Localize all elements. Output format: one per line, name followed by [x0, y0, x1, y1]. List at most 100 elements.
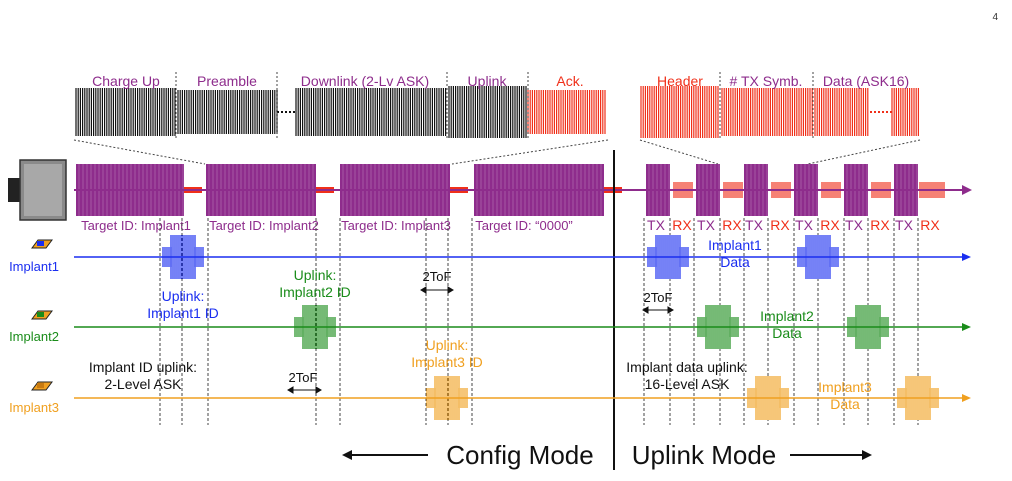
zoom-projection-lines [73, 139, 921, 165]
zoom-data-burst-2 [891, 88, 919, 136]
id-uplink-label-line2: 2-Level ASK [104, 376, 182, 392]
txrx-label-2: RX [672, 217, 692, 233]
implant2-data-burst-2-core [855, 305, 881, 349]
zoom-label-header: Header [657, 73, 703, 89]
uplink1-label-line2: Implant1 ID [147, 305, 219, 321]
implant2-id-burst-right [326, 317, 336, 337]
implant3-data-burst-2-left [897, 388, 907, 408]
implant2-chip-icon [31, 310, 53, 320]
implant3-id-burst-right [458, 388, 468, 408]
data1-label-line2: Data [720, 254, 750, 270]
id-uplink-label-line1: Implant ID uplink: [89, 359, 197, 375]
data3-label-line2: Data [830, 396, 860, 412]
txrx-label-12: RX [920, 217, 940, 233]
zoom-data-burst-1 [814, 88, 869, 136]
page-number: 4 [992, 12, 998, 23]
zoom-label-charge-up: Charge Up [92, 73, 160, 89]
zoom-config-waveform [75, 86, 606, 138]
uplink2-label-line2: Implant2 ID [279, 284, 351, 300]
txrx-label-10: RX [870, 217, 890, 233]
target-id-implant2: Target ID: Implant2 [209, 218, 319, 233]
zoom-tx-symb-burst [721, 88, 813, 136]
implant3-data-burst-2-core [905, 376, 931, 420]
txrx-label-6: RX [770, 217, 790, 233]
uplink2-label-line1: Uplink: [294, 267, 337, 283]
zoom-label-downlink: Downlink (2-Lv ASK) [301, 73, 429, 89]
data3-label-line1: Implant3 [818, 379, 872, 395]
uplink1-label-line1: Uplink: [162, 288, 205, 304]
target-id-implant1: Target ID: Implant1 [81, 218, 191, 233]
zoom-uplink-burst [448, 86, 527, 138]
data-uplink-label-line2: 16-Level ASK [645, 376, 730, 392]
uplink3-label-line1: Uplink: [426, 337, 469, 353]
implant3-data-burst-1-core [755, 376, 781, 420]
tof-label-config-1: 2ToF [423, 269, 452, 284]
zoom-downlink-burst [295, 88, 447, 136]
zoom-separators [175, 72, 814, 138]
implant1-data-burst-2-left [797, 247, 807, 267]
implant3-timeline [74, 394, 971, 402]
zoom-label-uplink: Uplink [468, 73, 508, 89]
implant3-data-burst-2-right [929, 388, 939, 408]
txrx-label-5: TX [745, 217, 764, 233]
implant2-timeline [74, 323, 971, 331]
uplink-mode-arrow [790, 450, 872, 460]
implant2-data-burst-1-right [729, 317, 739, 337]
implant3-chip-icon [31, 381, 53, 391]
data2-label-line1: Implant2 [760, 308, 814, 324]
config-mode-label: Config Mode [446, 440, 593, 470]
implant1-label: Implant1 [9, 259, 59, 274]
zoom-label-tx-symb: # TX Symb. [730, 73, 803, 89]
reader-axis-arrow [962, 185, 972, 195]
zoom-charge-up-burst [75, 88, 176, 136]
data1-label-line1: Implant1 [708, 237, 762, 253]
implant2-id-burst-core [302, 305, 328, 349]
implant2-data-burst-1-left [697, 317, 707, 337]
implant1-data-burst-1-core [655, 235, 681, 279]
uplink-mode-label: Uplink Mode [632, 440, 777, 470]
txrx-label-9: TX [845, 217, 864, 233]
implant2-data-burst-2-right [879, 317, 889, 337]
zoom-uplink-waveform [640, 86, 919, 138]
txrx-label-11: TX [895, 217, 914, 233]
implant1-id-burst-left [162, 247, 172, 267]
implant1-id-burst-core [170, 235, 196, 279]
tof-label-config-2: 2ToF [289, 370, 318, 385]
uplink3-label-line2: Implant3 ID [411, 354, 483, 370]
implant1-chip-icon [31, 239, 53, 249]
implant3-id-burst-core [434, 376, 460, 420]
zoom-ack-burst [527, 90, 606, 134]
implant3-id-burst-left [426, 388, 436, 408]
implant1-data-burst-2-right [829, 247, 839, 267]
tof-label-uplink: 2ToF [644, 290, 673, 305]
txrx-label-4: RX [722, 217, 742, 233]
zoom-label-preamble: Preamble [197, 73, 257, 89]
implant2-id-burst-left [294, 317, 304, 337]
implant3-data-burst-1-right [779, 388, 789, 408]
txrx-label-7: TX [795, 217, 814, 233]
config-mode-arrow [342, 450, 428, 460]
data-uplink-label-line1: Implant data uplink: [626, 359, 747, 375]
implant1-data-burst-2-core [805, 235, 831, 279]
zoom-label-data: Data (ASK16) [823, 73, 909, 89]
implant1-id-burst-right [194, 247, 204, 267]
implant2-label: Implant2 [9, 329, 59, 344]
tof-arrows [287, 286, 674, 394]
target-id-implant3: Target ID: Implant3 [341, 218, 451, 233]
implant1-data-burst-1-left [647, 247, 657, 267]
target-id-0000: Target ID: “0000” [475, 218, 573, 233]
zoom-preamble-burst [177, 90, 278, 134]
implant1-data-burst-1-right [679, 247, 689, 267]
zoom-header-burst [640, 86, 719, 138]
implant2-data-burst-2-left [847, 317, 857, 337]
txrx-label-1: TX [647, 217, 666, 233]
reader-device [8, 159, 67, 221]
implant2-data-burst-1-core [705, 305, 731, 349]
zoom-label-ack: Ack. [556, 73, 583, 89]
data2-label-line2: Data [772, 325, 802, 341]
implant-bursts [162, 235, 939, 420]
implant3-label: Implant3 [9, 400, 59, 415]
txrx-label-8: RX [820, 217, 840, 233]
